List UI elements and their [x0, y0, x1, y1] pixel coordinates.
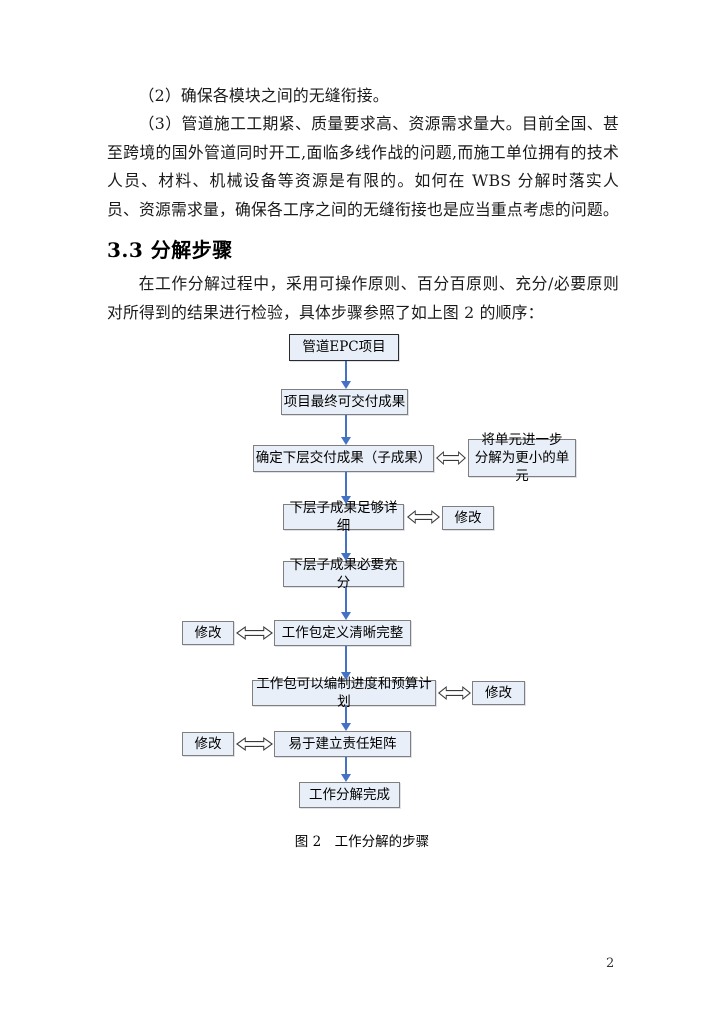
figure-caption: 图 2 工作分解的步骤	[294, 834, 430, 850]
double-arrow-icon	[407, 509, 440, 525]
page-number: 2	[606, 956, 615, 971]
double-arrow-icon	[236, 625, 273, 641]
section-heading: 3.3 分解步骤	[107, 238, 233, 262]
down-arrow-icon	[345, 530, 347, 553]
down-arrow-icon	[345, 587, 347, 612]
flow-node-schedule-budget-plan: 工作包可以编制进度和预算计划	[252, 676, 436, 710]
flow-node-workpackage-definition-clear: 工作包定义清晰完整	[274, 620, 411, 646]
flow-node-responsibility-matrix: 易于建立责任矩阵	[274, 731, 411, 757]
down-arrow-icon	[345, 472, 347, 496]
flow-node-split-into-smaller-units: 将单元进一步 分解为更小的单元	[468, 432, 576, 484]
flow-node-modify-right-2: 修改	[472, 681, 525, 705]
flow-node-pipeline-epc-project: 管道EPC项目	[289, 334, 399, 361]
flow-node-modify-left-2: 修改	[182, 732, 234, 756]
flow-node-split-line2: 分解为更小的单元	[474, 449, 570, 485]
flow-node-final-deliverables: 项目最终可交付成果	[281, 389, 408, 415]
double-arrow-icon	[436, 450, 466, 466]
paragraph-item-2: （2）确保各模块之间的无缝衔接。	[138, 86, 389, 105]
flow-node-modify-right-1: 修改	[442, 506, 494, 530]
double-arrow-icon	[236, 736, 273, 752]
intro-paragraph: 在工作分解过程中，采用可操作原则、百分百原则、充分/必要原则对所得到的结果进行检…	[107, 274, 619, 322]
paragraph-item-3: （3）管道施工工期紧、质量要求高、资源需求量大。目前全国、甚至跨境的国外管道同时…	[107, 114, 619, 219]
flow-node-modify-left-1: 修改	[182, 621, 234, 645]
flow-node-decomposition-complete: 工作分解完成	[299, 782, 400, 808]
flow-node-sub-results-detailed: 下层子成果足够详细	[283, 500, 404, 534]
flow-node-determine-sub-deliverables: 确定下层交付成果（子成果）	[253, 445, 434, 472]
double-arrow-icon	[438, 685, 471, 701]
flow-node-sub-results-sufficient: 下层子成果必要充分	[283, 557, 404, 591]
down-arrow-icon	[345, 706, 347, 723]
down-arrow-icon	[345, 646, 347, 672]
down-arrow-icon	[345, 415, 347, 437]
down-arrow-icon	[345, 361, 347, 381]
down-arrow-icon	[345, 757, 347, 774]
flow-node-split-line1: 将单元进一步	[481, 431, 563, 448]
